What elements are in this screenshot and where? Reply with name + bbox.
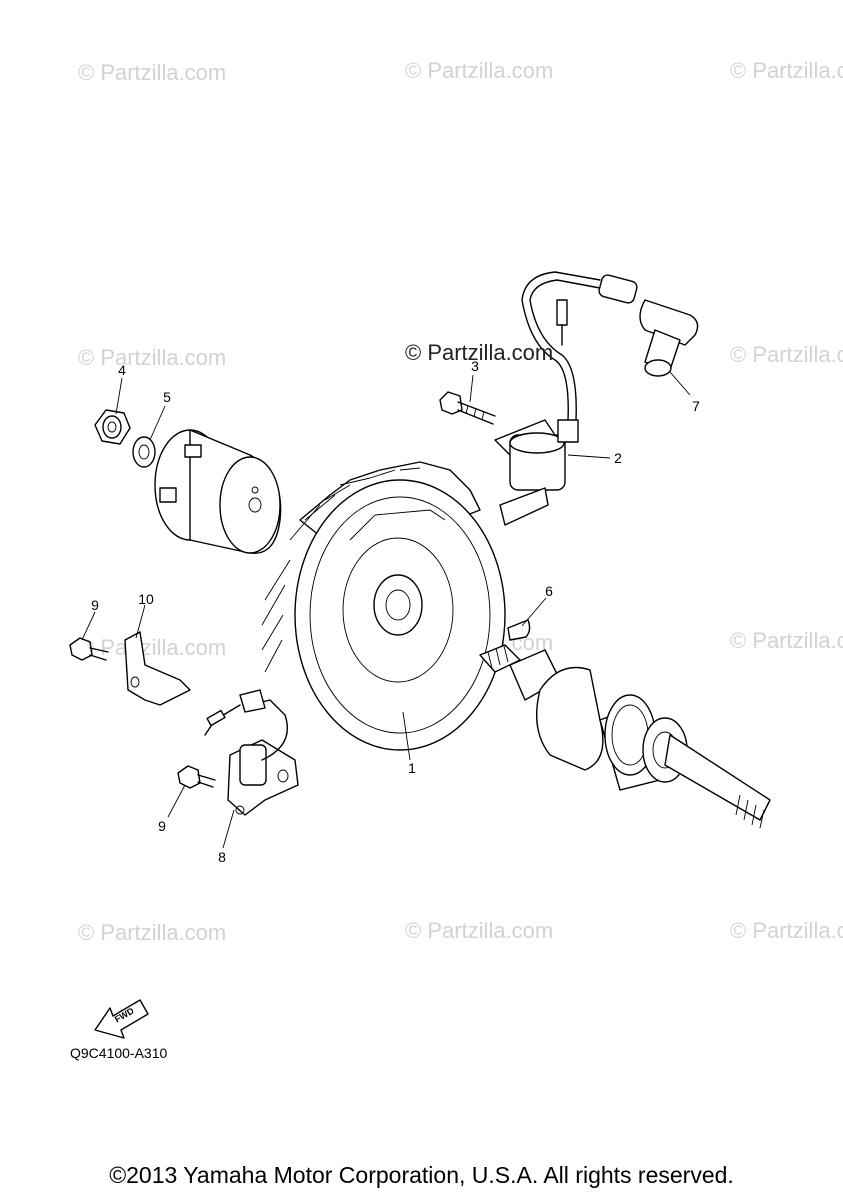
watermark-text: © Partzilla.com <box>405 918 554 943</box>
rotor-cup <box>154 429 282 554</box>
part-2-ignition-coil[interactable] <box>494 271 638 526</box>
watermark-text: © Partzilla.com <box>730 342 843 367</box>
watermark-text: © Partzilla.com <box>78 60 227 85</box>
crankshaft <box>479 644 771 829</box>
callout-10: 10 <box>138 591 154 607</box>
callout-9-lower: 9 <box>158 818 166 834</box>
part-3-bolt[interactable] <box>439 391 496 425</box>
part-8-pulser-coil[interactable] <box>204 689 299 816</box>
watermark-text: © Partzilla.com <box>730 628 843 653</box>
watermark-text: © Partzilla.com <box>78 635 227 660</box>
diagram-code: Q9C4100-A310 <box>70 1045 168 1061</box>
watermark-text: © Partzilla.com <box>405 58 554 83</box>
part-9-bolt-upper[interactable] <box>69 637 109 661</box>
part-4-nut[interactable] <box>94 409 131 445</box>
callout-6: 6 <box>545 583 553 599</box>
part-6-woodruff-key[interactable] <box>507 619 531 641</box>
watermark-main: © Partzilla.com <box>405 340 554 365</box>
part-1-flywheel[interactable] <box>261 461 506 751</box>
copyright-notice: ©2013 Yamaha Motor Corporation, U.S.A. A… <box>109 1162 734 1188</box>
callout-3: 3 <box>471 358 479 374</box>
part-5-washer[interactable] <box>132 436 156 468</box>
callout-4: 4 <box>118 362 126 378</box>
callout-8: 8 <box>218 849 226 865</box>
callout-1: 1 <box>408 760 416 776</box>
part-7-spark-plug-cap[interactable] <box>639 299 699 377</box>
callout-2: 2 <box>614 450 622 466</box>
part-9-bolt-lower[interactable] <box>177 765 216 789</box>
watermark-text: © Partzilla.com <box>730 58 843 83</box>
watermark-text: © Partzilla.com <box>78 345 227 370</box>
callout-5: 5 <box>163 389 171 405</box>
callout-9-upper: 9 <box>91 597 99 613</box>
leader-lines <box>81 371 691 849</box>
fwd-arrow <box>94 999 149 1039</box>
callout-7: 7 <box>692 398 700 414</box>
part-10-bracket[interactable] <box>124 631 191 706</box>
watermark-text: © Partzilla.com <box>730 918 843 943</box>
watermark-text: © Partzilla.com <box>78 920 227 945</box>
